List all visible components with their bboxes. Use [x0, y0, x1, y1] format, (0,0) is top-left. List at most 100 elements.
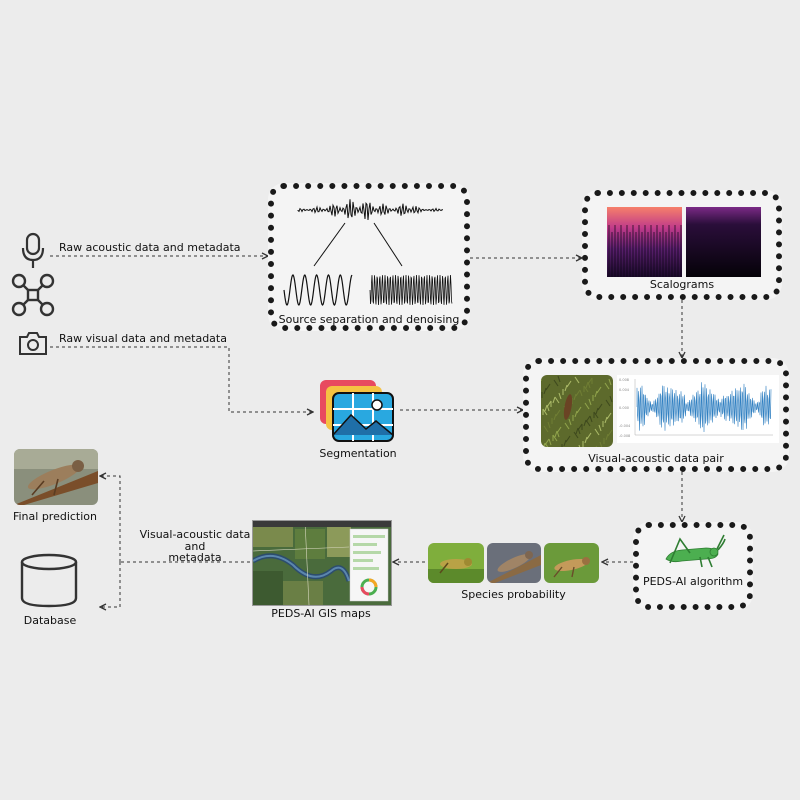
grass-blade	[564, 384, 568, 392]
grass-blade	[568, 418, 572, 426]
grass-blade	[605, 399, 611, 407]
grass-blade	[563, 439, 567, 447]
grass-blade	[575, 389, 581, 397]
grass-blade	[573, 431, 579, 439]
grass-blade	[598, 424, 602, 432]
grass-blade	[544, 404, 548, 412]
peds-algorithm-label: PEDS-AI algorithm	[642, 575, 744, 588]
grass-blade	[557, 375, 561, 383]
visual-acoustic-metadata-label-1: Visual-acoustic data	[139, 528, 251, 541]
grass-blade	[604, 416, 608, 424]
grass-blade	[594, 428, 600, 436]
raw-visual-label: Raw visual data and metadata	[59, 332, 227, 345]
grass-blade	[553, 413, 557, 421]
grass-blade	[594, 390, 598, 398]
scalogram-1	[607, 207, 682, 277]
grass-photo	[541, 375, 613, 447]
grass-blade	[575, 427, 579, 435]
camera-icon	[19, 332, 47, 355]
grass-blade	[608, 378, 612, 386]
grass-blade	[576, 406, 582, 414]
grass-blade	[543, 442, 546, 447]
grass-blade	[564, 422, 570, 430]
grass-blade	[589, 415, 593, 423]
grass-blade	[565, 435, 571, 443]
grass-blade	[566, 380, 572, 388]
grass-blade	[552, 396, 556, 404]
grass-blade	[599, 441, 603, 447]
visual-acoustic-metadata-label-3: metadata	[168, 551, 222, 564]
grass-blade	[552, 434, 558, 442]
grass-blade	[542, 408, 548, 416]
grass-blade	[546, 404, 550, 412]
grass-blade	[593, 411, 599, 419]
database-cylinder-icon	[20, 553, 78, 608]
grass-blade	[584, 436, 588, 444]
gis-maps-label: PEDS-AI GIS maps	[271, 607, 371, 620]
grass-blade	[543, 387, 547, 395]
grass-blade	[597, 403, 603, 411]
arrow-to-database	[100, 562, 121, 607]
high-frequency-component	[369, 274, 453, 306]
grass-blade	[585, 381, 589, 389]
grass-blade	[555, 409, 561, 417]
svg-text:0.008: 0.008	[619, 378, 629, 382]
grass-blade	[595, 407, 599, 415]
grass-blade	[543, 425, 549, 433]
grass-blade	[577, 427, 581, 435]
scalograms-label: Scalograms	[649, 278, 715, 291]
grass-blade	[553, 379, 559, 387]
final-prediction-label: Final prediction	[12, 510, 98, 523]
grass-blade	[583, 419, 587, 427]
source-separation-label: Source separation and denoising	[278, 313, 460, 326]
grasshopper-icon	[665, 534, 726, 568]
grass-blade	[586, 432, 592, 440]
source-separation-graphic	[283, 199, 453, 306]
species-probability-label: Species probability	[461, 588, 566, 601]
gis-map-screenshot	[252, 520, 392, 606]
grass-blade	[609, 395, 613, 403]
svg-text:0.004: 0.004	[619, 388, 630, 392]
scalogram-2	[686, 207, 761, 277]
grass-blade	[574, 410, 578, 418]
arrow-to-final-prediction	[100, 476, 121, 562]
grass-blade	[554, 430, 558, 438]
grass-blade	[606, 412, 612, 420]
image-layers-icon	[320, 380, 394, 442]
peds-algorithm-box	[633, 522, 753, 610]
grass-blade	[544, 438, 550, 446]
database-label: Database	[23, 614, 77, 627]
grass-blade	[554, 396, 560, 404]
species-photo-1	[428, 543, 484, 583]
grass-blade	[605, 433, 609, 441]
grass-blade	[585, 415, 591, 423]
grass-blade	[584, 402, 590, 410]
segmentation-label: Segmentation	[319, 447, 397, 460]
grass-blade	[548, 438, 552, 446]
svg-text:0.000: 0.000	[619, 406, 629, 410]
visual-acoustic-metadata-label-2: and	[184, 540, 206, 553]
acoustic-waveform	[636, 382, 772, 433]
grass-blade	[588, 398, 592, 406]
mixed-waveform	[297, 199, 443, 221]
svg-text:-0.008: -0.008	[619, 434, 630, 438]
grass-blade	[579, 389, 583, 397]
microphone-icon	[21, 232, 45, 268]
grass-blade	[607, 429, 613, 437]
low-frequency-component	[283, 274, 353, 306]
grass-blade	[545, 383, 551, 391]
grass-blade	[604, 382, 610, 390]
grass-blade	[596, 386, 602, 394]
grass-blade	[573, 393, 577, 401]
species-photo-2	[487, 543, 541, 583]
grass-blade	[587, 381, 591, 389]
grass-blade	[556, 430, 560, 438]
grass-blade	[558, 392, 562, 400]
svg-text:-0.004: -0.004	[619, 424, 631, 428]
arrow-visual-to-segmentation	[50, 346, 313, 412]
raw-acoustic-label: Raw acoustic data and metadata	[59, 241, 241, 254]
waveform-plot: 0.008 0.004 0.000 -0.004 -0.008	[617, 375, 779, 443]
grass-blade	[574, 376, 580, 384]
drone-icon	[11, 273, 55, 317]
